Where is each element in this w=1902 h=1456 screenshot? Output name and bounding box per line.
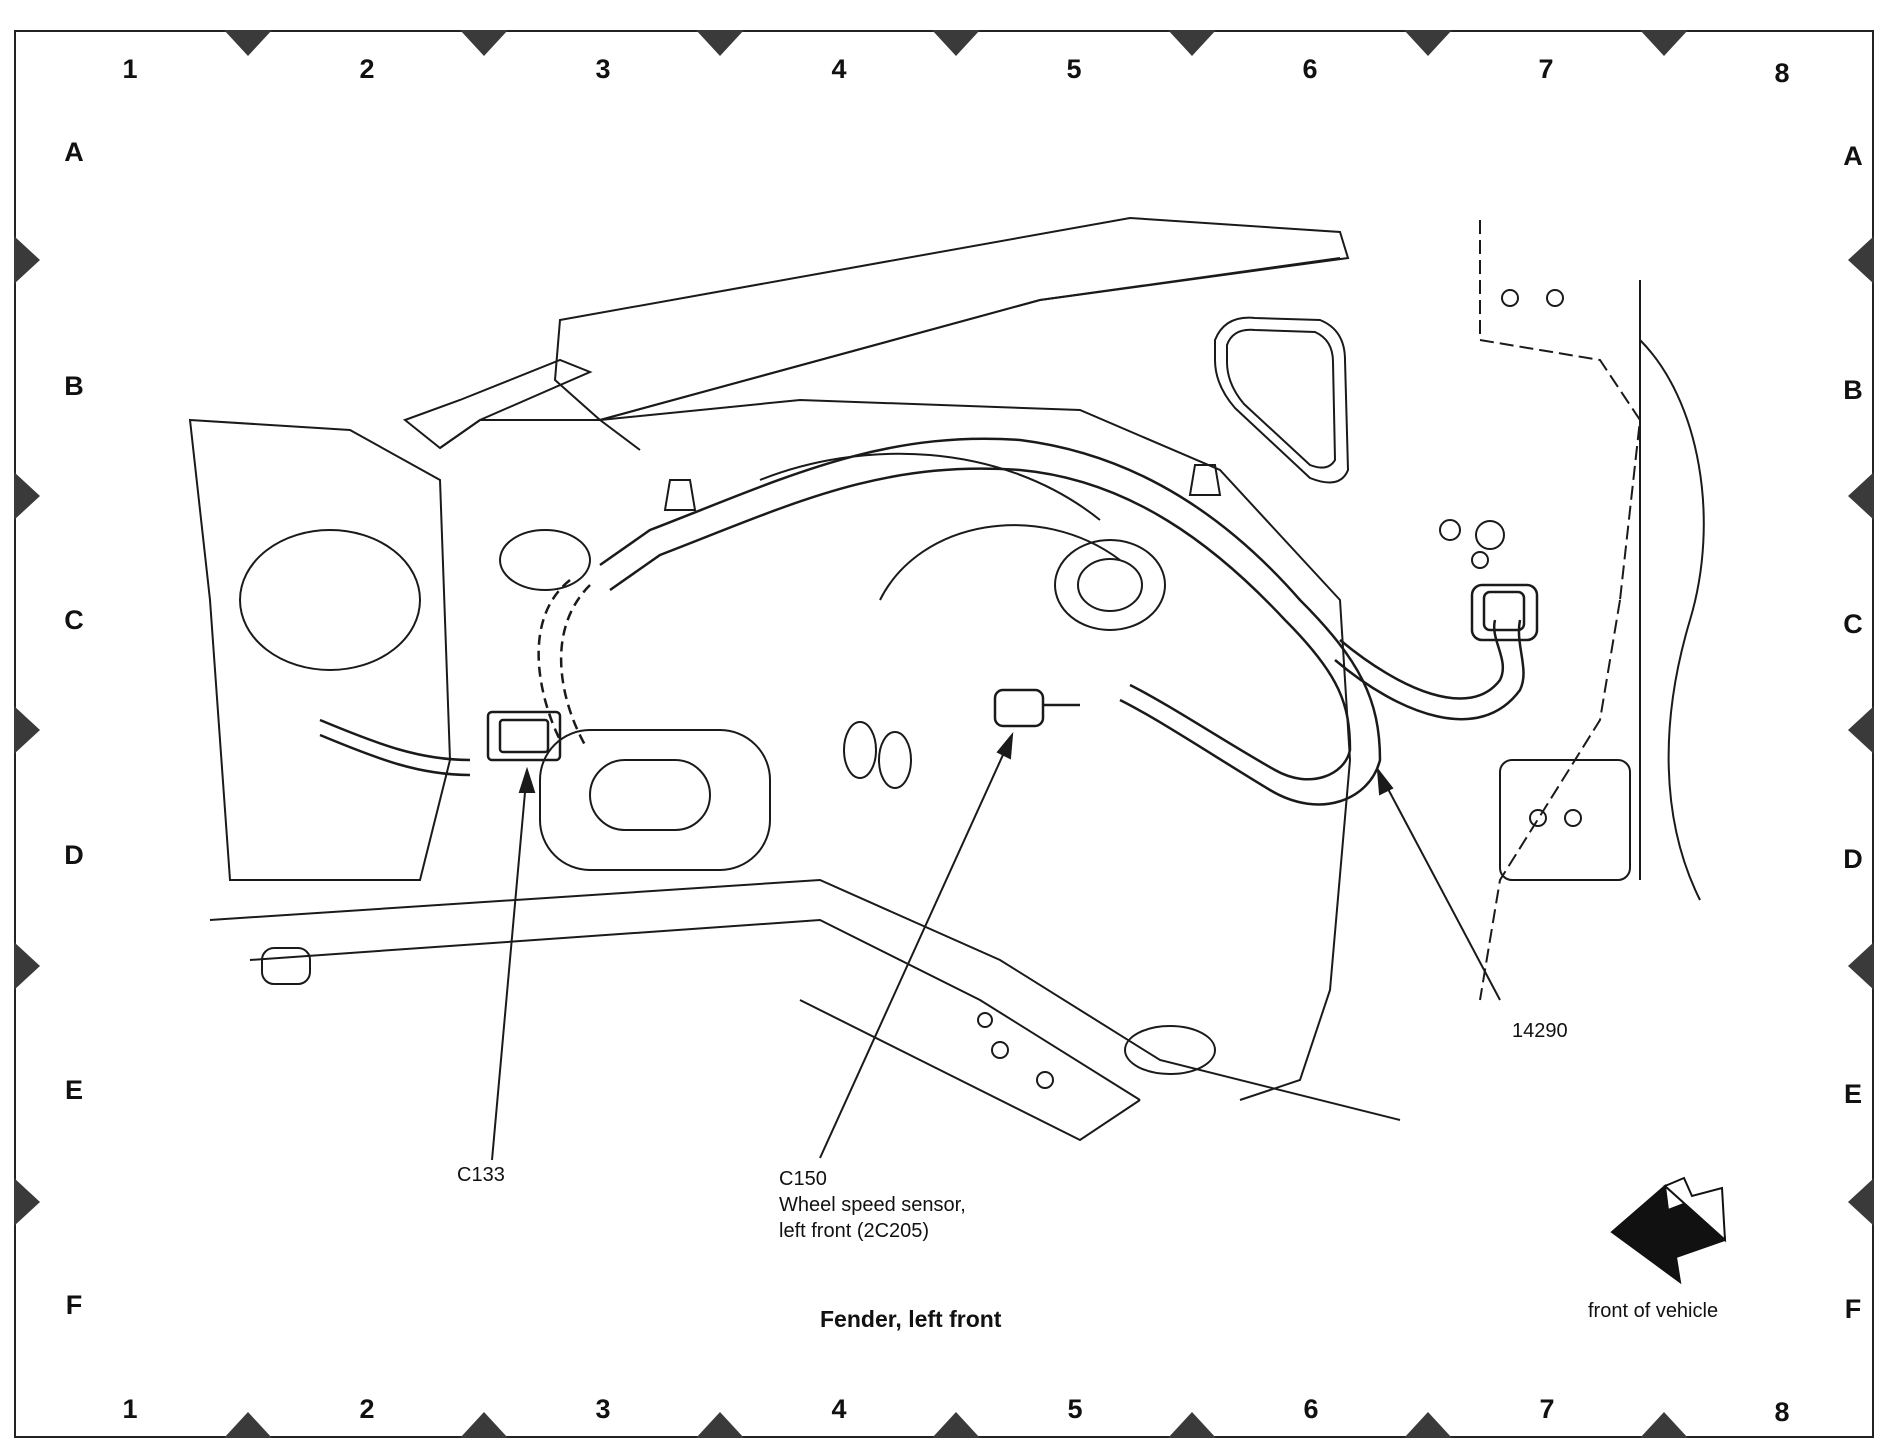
grid-row-right-E: E xyxy=(1843,1079,1862,1109)
body-structure xyxy=(188,216,1705,1142)
callout-c150-line2: left front (2C205) xyxy=(779,1220,930,1242)
grid-row-left-F: F xyxy=(65,1290,83,1320)
callout-c133: C133 xyxy=(457,1164,505,1186)
callout-14290: 14290 xyxy=(1512,1020,1568,1042)
grid-col-bottom-8: 8 xyxy=(1774,1397,1790,1427)
grid-col-bottom-6: 6 xyxy=(1303,1394,1319,1424)
grid-row-right-F: F xyxy=(1844,1294,1862,1324)
grid-col-bottom-1: 1 xyxy=(122,1394,138,1424)
grid-col-bottom-4: 4 xyxy=(831,1394,847,1424)
front-arrow-icon xyxy=(1610,1176,1727,1285)
grid-row-left-B: B xyxy=(64,371,84,401)
grid-col-top-8: 8 xyxy=(1774,58,1790,88)
callout-c150-id: C150 xyxy=(779,1168,827,1190)
grid-col-bottom-7: 7 xyxy=(1539,1394,1555,1424)
grid-col-top-5: 5 xyxy=(1066,54,1082,84)
grid-row-right-C: C xyxy=(1843,609,1863,639)
wiring-harness xyxy=(319,437,1539,806)
callout-c150: C150 Wheel speed sensor, left front (2C2… xyxy=(779,1166,966,1244)
grid-col-top-4: 4 xyxy=(831,54,847,84)
front-of-vehicle-label: front of vehicle xyxy=(1588,1300,1719,1322)
leader-lines xyxy=(491,731,1501,1161)
grid-row-left-E: E xyxy=(64,1075,83,1105)
grid-row-right-D: D xyxy=(1843,844,1863,874)
grid-row-left-D: D xyxy=(64,840,84,870)
grid-col-top-6: 6 xyxy=(1302,54,1318,84)
grid-col-bottom-3: 3 xyxy=(595,1394,611,1424)
diagram-title: Fender, left front xyxy=(820,1306,1002,1332)
grid-row-right-B: B xyxy=(1843,375,1863,405)
grid-row-left-C: C xyxy=(64,605,84,635)
grid-col-top-1: 1 xyxy=(122,54,138,84)
grid-col-top-2: 2 xyxy=(359,54,375,84)
grid-col-bottom-5: 5 xyxy=(1067,1394,1083,1424)
grid-col-bottom-2: 2 xyxy=(359,1394,375,1424)
grid-row-left-A: A xyxy=(64,137,84,167)
grid-col-top-7: 7 xyxy=(1538,54,1554,84)
grid-markers xyxy=(14,30,1874,1438)
grid-col-top-3: 3 xyxy=(595,54,611,84)
grid-row-right-A: A xyxy=(1843,141,1863,171)
callout-c150-line1: Wheel speed sensor, xyxy=(779,1194,966,1216)
